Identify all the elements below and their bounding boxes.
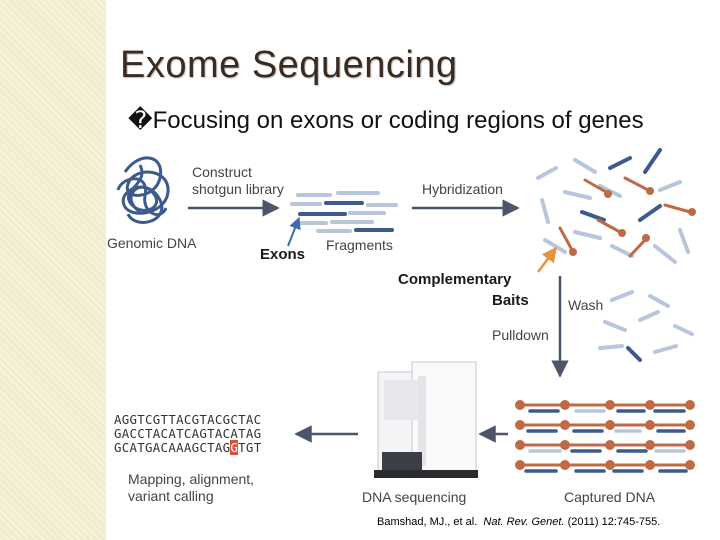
exons-label: Exons: [260, 246, 306, 263]
fragments-label: Fragments: [326, 237, 393, 253]
construct-label-line2: shotgun library: [192, 181, 284, 197]
sequence-read-3-suffix: TGT: [238, 440, 262, 455]
slide-title: Exome Sequencing: [120, 44, 458, 86]
genomic-dna-label: Genomic DNA: [107, 235, 197, 251]
variant-highlight: G: [230, 440, 239, 455]
washed-fragments-icon: [598, 290, 694, 362]
mapping-label-line1: Mapping, alignment,: [128, 471, 255, 487]
complementary-label-line1: Complementary: [398, 271, 512, 288]
bullet-text: Focusing on exons or coding regions of g…: [152, 107, 644, 134]
citation-details: (2011) 12:745-755.: [567, 516, 661, 528]
fragments-icon: [290, 191, 398, 233]
mapping-label-line2: variant calling: [128, 488, 214, 504]
sequencer-machine-icon: [374, 361, 478, 478]
bullet-glyph: �: [128, 107, 153, 134]
decorative-side-stripe: [0, 0, 106, 540]
citation-authors: Bamshad, MJ., et al.: [377, 516, 478, 528]
citation: Bamshad, MJ., et al. Nat. Rev. Genet. (2…: [377, 516, 660, 528]
sequence-read-3-prefix: GCATGACAAAGCTAG: [114, 440, 231, 455]
exons-pointer-arrow: [287, 216, 301, 247]
sequence-read-3: GCATGACAAAGCTAGGTGT: [114, 440, 261, 455]
captured-dna-label: Captured DNA: [564, 489, 656, 505]
dna-sequencing-label: DNA sequencing: [362, 489, 467, 505]
sequence-read-1: AGGTCGTTACGTACGCTAC: [114, 412, 262, 427]
genomic-dna-icon: [116, 156, 170, 224]
baits-pointer-arrow: [537, 246, 557, 273]
pulldown-label: Pulldown: [492, 327, 549, 343]
hybridization-label: Hybridization: [422, 181, 503, 197]
bullet-point: �Focusing on exons or coding regions of …: [128, 106, 644, 135]
captured-dna-icon: [515, 400, 695, 473]
citation-journal: Nat. Rev. Genet.: [483, 516, 565, 528]
wash-label: Wash: [568, 297, 604, 313]
complementary-label-line2: Baits: [492, 292, 529, 309]
construct-label-line1: Construct: [192, 164, 252, 180]
hybridization-mix-icon: [536, 148, 696, 264]
sequence-read-2: GACCTACATCAGTACATAG: [114, 426, 262, 441]
